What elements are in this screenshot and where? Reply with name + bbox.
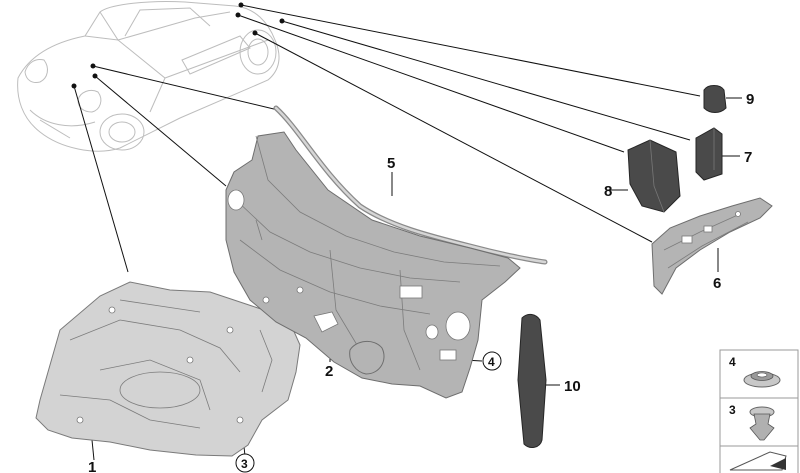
- callout-7: 7: [744, 149, 752, 166]
- callout-9: 9: [746, 91, 754, 108]
- grommet-icon: [743, 371, 781, 388]
- legend-label-3: 3: [729, 403, 736, 417]
- push-clip-icon: [749, 406, 775, 441]
- callout-labels: 1 2 3 4 5 6 7 8 9 10: [88, 91, 754, 473]
- callout-3: 3: [241, 457, 248, 471]
- callout-4-circle: [482, 351, 502, 371]
- part-1-insulation: [35, 281, 301, 457]
- callout-2: 2: [325, 363, 333, 380]
- arrow-icon: [729, 451, 787, 471]
- part-8-insulation: [627, 139, 681, 213]
- fastener-legend: 4 3: [719, 349, 799, 473]
- callout-1: 1: [88, 459, 96, 473]
- callout-10: 10: [564, 378, 581, 395]
- part-2-bulkhead: [225, 131, 521, 399]
- legend-label-4: 4: [729, 355, 736, 369]
- part-5-seal-strip: [273, 105, 548, 265]
- callout-8: 8: [604, 183, 612, 200]
- car-outline: [17, 1, 280, 152]
- part-6-insulation: [651, 197, 773, 295]
- part-7-insulation: [695, 127, 723, 181]
- callout-4: 4: [488, 355, 495, 369]
- part-9-insulation: [703, 85, 727, 113]
- callout-6: 6: [713, 275, 721, 292]
- part-10-pad: [517, 313, 547, 448]
- callout-3-circle: [235, 453, 255, 473]
- callout-5: 5: [387, 155, 395, 172]
- leader-dots: [71, 2, 285, 89]
